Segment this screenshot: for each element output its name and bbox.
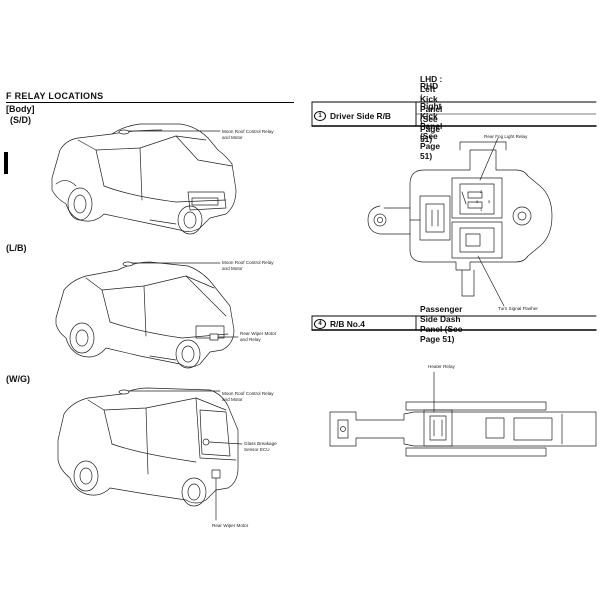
rb1-pin-1: 1 [480, 207, 483, 212]
variant-sd-label: (S/D) [10, 115, 31, 125]
rb1-title-cell: 1 Driver Side R/B [314, 108, 410, 124]
rb1-rear-fog-callout: Rear Fog Light Relay [484, 134, 528, 139]
rb1-name: Driver Side R/B [330, 111, 391, 121]
sedan-drawing [51, 123, 237, 235]
rb1-pin-labels: 2 3 5 1 [476, 189, 491, 212]
page-tab-marker [4, 152, 8, 174]
variant-lb-label: (L/B) [6, 243, 27, 253]
liftback-drawing [55, 261, 239, 369]
rb1-turn-signal-callout: Turn Signal Flasher [498, 306, 538, 311]
rb1-number-badge: 1 [314, 111, 326, 121]
rb4-heater-callout: Heater Relay [428, 364, 455, 369]
rb1-pin-5: 5 [488, 199, 491, 204]
section-title: F RELAY LOCATIONS [6, 91, 104, 101]
rb4-title-cell: 4 R/B No.4 [314, 318, 410, 330]
variant-wg-label: (W/G) [6, 374, 30, 384]
rb1-table-lines [311, 101, 597, 127]
rb4-table-lines [311, 315, 597, 331]
rb4-number-badge: 4 [314, 319, 326, 329]
wagon-drawing [57, 387, 243, 521]
rb4-drawing [329, 371, 597, 457]
rb1-pin-3: 3 [476, 199, 479, 204]
rb1-drawing [367, 137, 553, 307]
rb4-name: R/B No.4 [330, 319, 365, 329]
rb1-pin-2: 2 [480, 189, 483, 194]
body-label: [Body] [6, 104, 35, 114]
wg-rear-wiper-callout: Rear Wiper Motor [212, 523, 249, 528]
section-rule [6, 102, 294, 103]
